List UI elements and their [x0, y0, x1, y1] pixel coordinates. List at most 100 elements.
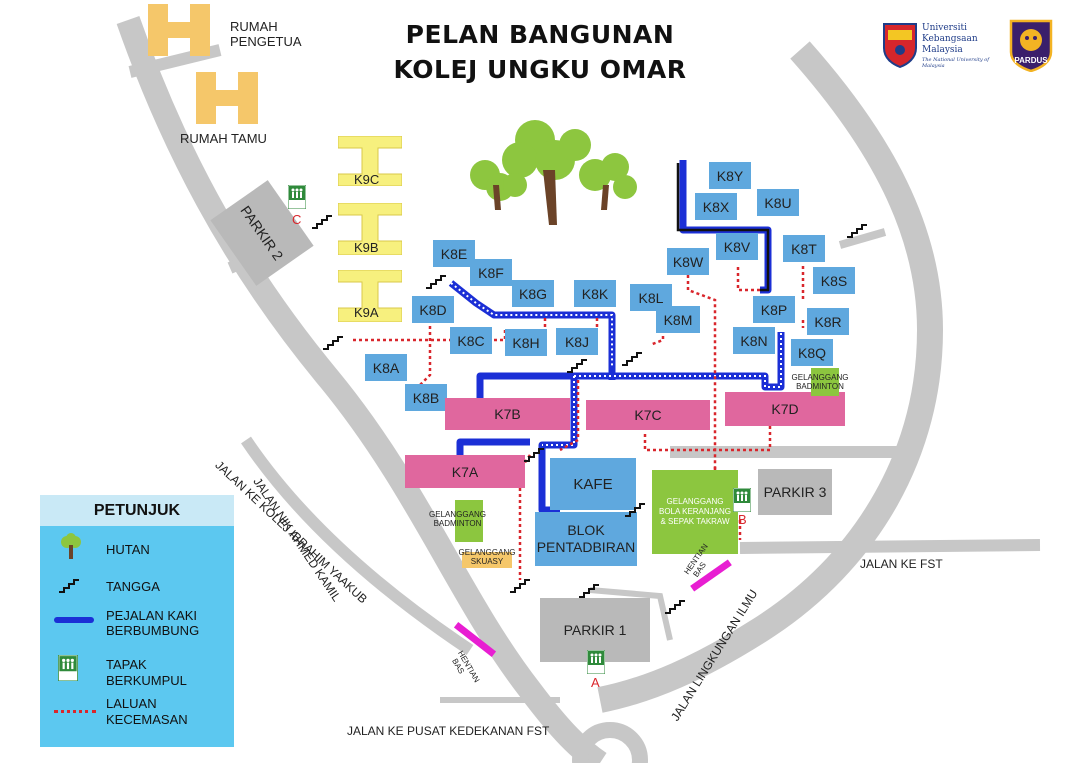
- legend-tapak-2: BERKUMPUL: [106, 673, 187, 688]
- k8j-label: K8J: [564, 333, 590, 350]
- parkir-3-label: PARKIR 3: [763, 484, 827, 500]
- stairs-icon: [847, 224, 867, 238]
- k8t-building: K8T: [783, 235, 825, 262]
- k8m-label: K8M: [663, 311, 693, 328]
- legend-tapak-1: TAPAK: [106, 657, 147, 672]
- assembly-point-icon: [58, 655, 78, 681]
- road-kolej-ibrahim: [241, 436, 474, 655]
- stairs-icon: [510, 579, 530, 593]
- k8f-building: K8F: [470, 259, 512, 286]
- k8p-label: K8P: [760, 301, 788, 318]
- gelanggang-bola-label: GELANGGANG BOLA KERANJANG & SEPAK TAKRAW: [658, 497, 732, 526]
- k8l-label: K8L: [638, 289, 664, 306]
- kafe-label: KAFE: [573, 475, 613, 493]
- tree-icon: [470, 120, 637, 225]
- legend-laluan-2: KECEMASAN: [106, 712, 188, 727]
- k7b-label: K7B: [494, 406, 521, 422]
- k9a-label: K9A: [354, 305, 379, 320]
- k8r-label: K8R: [814, 313, 842, 330]
- k7a-label: K7A: [451, 463, 479, 480]
- blok-pentadbiran-building: BLOK PENTADBIRAN: [535, 512, 637, 566]
- k9c-building: [338, 136, 402, 186]
- k8v-building: K8V: [716, 233, 758, 260]
- roundabout: [572, 722, 648, 763]
- road-nik-ahmed-kamil: [116, 16, 607, 763]
- k8t-label: K8T: [791, 240, 817, 257]
- pardus-crest-icon: [1009, 19, 1053, 72]
- k8b-building: K8B: [405, 384, 447, 411]
- k8c-label: K8C: [457, 332, 485, 349]
- k8s-building: K8S: [813, 267, 855, 294]
- ukm-crest-icon: [883, 23, 917, 68]
- ukm-logo: Universiti Kebangsaan Malaysia The Natio…: [882, 20, 992, 70]
- assembly-a-label: A: [591, 675, 600, 690]
- stairs-icon: [312, 215, 332, 229]
- road-ke-fst: [739, 539, 1041, 554]
- rumah-pengetua-label: RUMAH PENGETUA: [230, 19, 302, 49]
- assembly-point-icon: [733, 488, 751, 512]
- k8e-building: K8E: [433, 240, 475, 267]
- ukm-name-3: Malaysia: [922, 45, 963, 55]
- tree-icon: [61, 533, 81, 559]
- legend-pejalan-2: BERBUMBUNG: [106, 623, 200, 638]
- rumah-tamu-building: [196, 72, 258, 124]
- stairs-icon: [59, 579, 79, 593]
- k8n-building: K8N: [733, 327, 775, 354]
- road-label-ke-pusat: JALAN KE PUSAT KEDEKANAN FST: [347, 724, 550, 738]
- k8c-building: K8C: [450, 327, 492, 354]
- k8w-label: K8W: [672, 253, 704, 270]
- road-label-ke-fst: JALAN KE FST: [860, 557, 943, 571]
- k8k-building: K8K: [574, 280, 616, 307]
- parkir-3: PARKIR 3: [758, 469, 832, 515]
- k8b-label: K8B: [412, 389, 440, 406]
- legend-heading: PETUNJUK: [40, 495, 234, 526]
- stairs-icon: [622, 352, 642, 366]
- stairs-icon: [625, 503, 645, 517]
- k8y-label: K8Y: [716, 167, 744, 184]
- stairs-icon: [567, 359, 587, 373]
- k8y-building: K8Y: [709, 162, 751, 189]
- rumah-pengetua-building: [148, 4, 210, 56]
- k7a-building: K7A: [405, 455, 525, 488]
- legend-panel: PETUNJUK HUTAN TANGGA PEJALAN KAKI BERBU…: [40, 495, 234, 747]
- gelanggang-skuasy-label: GELANGGANG SKUASY: [458, 548, 516, 566]
- gelanggang-badminton-k7a-label: GELANGGANG BADMINTON: [429, 510, 486, 528]
- assembly-c-label: C: [292, 212, 302, 227]
- assembly-b-label: B: [738, 512, 747, 527]
- covered-walkway-line: [54, 617, 94, 623]
- map-title-line2: KOLEJ UNGKU OMAR: [393, 55, 687, 84]
- rumah-tamu-label: RUMAH TAMU: [180, 131, 267, 146]
- road-lingkungan-ilmu: [597, 41, 944, 713]
- k9c-label: K9C: [354, 172, 380, 187]
- ukm-name-2: Kebangsaan: [922, 34, 978, 44]
- k9b-label: K9B: [354, 240, 379, 255]
- k7b-building: K7B: [445, 398, 570, 430]
- k8x-building: K8X: [695, 193, 737, 220]
- legend-hutan: HUTAN: [106, 542, 150, 557]
- assembly-point-icon: [587, 650, 605, 674]
- ukm-tagline: The National University of Malaysia: [922, 57, 990, 69]
- map-title-line1: PELAN BANGUNAN: [405, 20, 675, 49]
- k8h-building: K8H: [505, 329, 547, 356]
- k8j-building: K8J: [556, 328, 598, 355]
- k8w-building: K8W: [667, 248, 709, 275]
- k7d-building: K7D: [725, 392, 845, 426]
- legend-tangga: TANGGA: [106, 579, 160, 594]
- k8k-label: K8K: [581, 285, 609, 302]
- k8g-label: K8G: [518, 285, 547, 302]
- k8s-label: K8S: [820, 272, 848, 289]
- k8d-label: K8D: [419, 301, 447, 318]
- k7c-building: K7C: [586, 400, 710, 430]
- gelanggang-badminton-k7a: [455, 500, 483, 542]
- k8v-label: K8V: [723, 238, 751, 255]
- k8e-label: K8E: [440, 245, 468, 262]
- pardus-text: PARDUS: [1014, 56, 1048, 65]
- stairs-icon: [579, 584, 599, 598]
- parkir-1-label: PARKIR 1: [563, 622, 627, 638]
- k9a-building: [338, 270, 402, 322]
- k8u-label: K8U: [764, 194, 792, 211]
- blok-pentadbiran-label: BLOK PENTADBIRAN: [536, 522, 636, 555]
- k8h-label: K8H: [512, 334, 540, 351]
- k8r-building: K8R: [807, 308, 849, 335]
- k8p-building: K8P: [753, 296, 795, 323]
